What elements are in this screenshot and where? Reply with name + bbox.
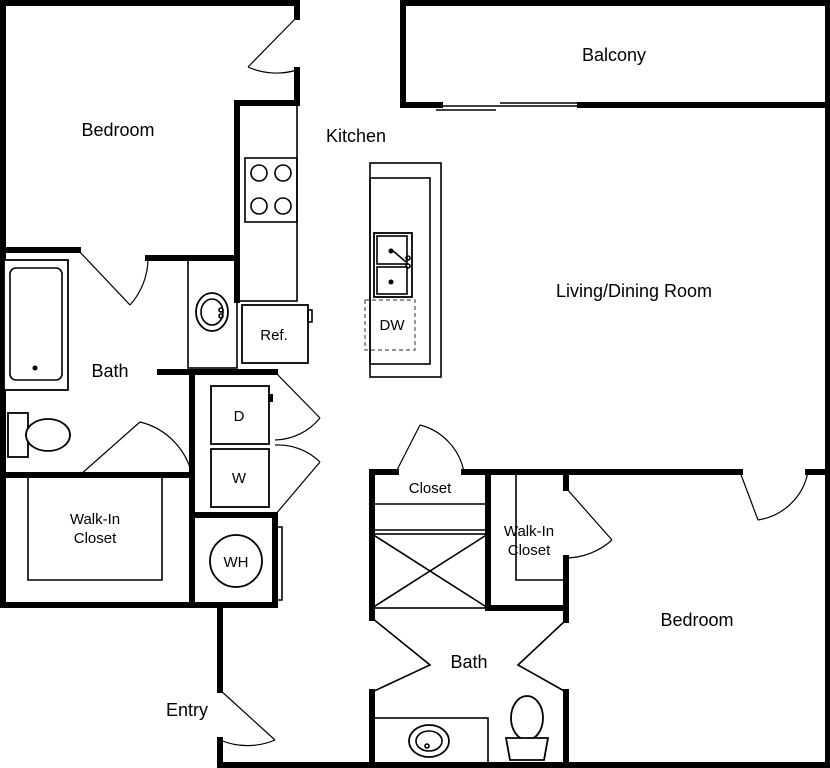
label-living-dining: Living/Dining Room <box>556 281 712 301</box>
kitchen-island <box>369 162 442 378</box>
label-bath-left: Bath <box>91 361 128 381</box>
vanity-right <box>371 717 489 766</box>
balcony-sliding-door <box>436 102 584 111</box>
dishwasher <box>364 299 416 351</box>
water-heater <box>209 526 283 601</box>
bath-right-walls <box>371 617 567 693</box>
label-dryer: D <box>234 408 245 425</box>
kitchen-counters <box>236 102 298 302</box>
label-bedroom-right: Bedroom <box>660 610 733 630</box>
toilet-right <box>504 695 550 761</box>
label-water-heater: WH <box>224 554 249 571</box>
bathtub <box>3 259 69 391</box>
label-washer: W <box>232 470 247 487</box>
fixture-labels: Ref. DW D W WH <box>224 317 406 571</box>
walkin-closet-left-shelving <box>27 478 163 581</box>
label-walkin-right-2: Closet <box>508 542 551 559</box>
label-bath-right: Bath <box>450 652 487 672</box>
label-refrigerator: Ref. <box>260 327 288 344</box>
door-swings <box>77 16 809 747</box>
label-walkin-left-1: Walk-In <box>70 511 120 528</box>
hall-closet <box>371 503 489 609</box>
vanity-left <box>187 257 238 369</box>
label-dishwasher: DW <box>380 317 406 334</box>
toilet-left <box>7 412 71 458</box>
refrigerator <box>241 304 313 364</box>
label-balcony: Balcony <box>582 45 646 65</box>
label-bedroom-left: Bedroom <box>81 120 154 140</box>
kitchen-sink <box>373 232 413 298</box>
label-closet: Closet <box>409 480 452 497</box>
walkin-closet-right-shelving <box>515 475 564 581</box>
stove <box>250 164 292 215</box>
label-entry: Entry <box>166 700 208 720</box>
dryer <box>210 385 273 445</box>
label-walkin-right-1: Walk-In <box>504 523 554 540</box>
label-walkin-left-2: Closet <box>74 530 117 547</box>
label-kitchen: Kitchen <box>326 126 386 146</box>
washer <box>210 448 270 508</box>
room-labels: Balcony Bedroom Kitchen Living/Dining Ro… <box>70 45 734 720</box>
